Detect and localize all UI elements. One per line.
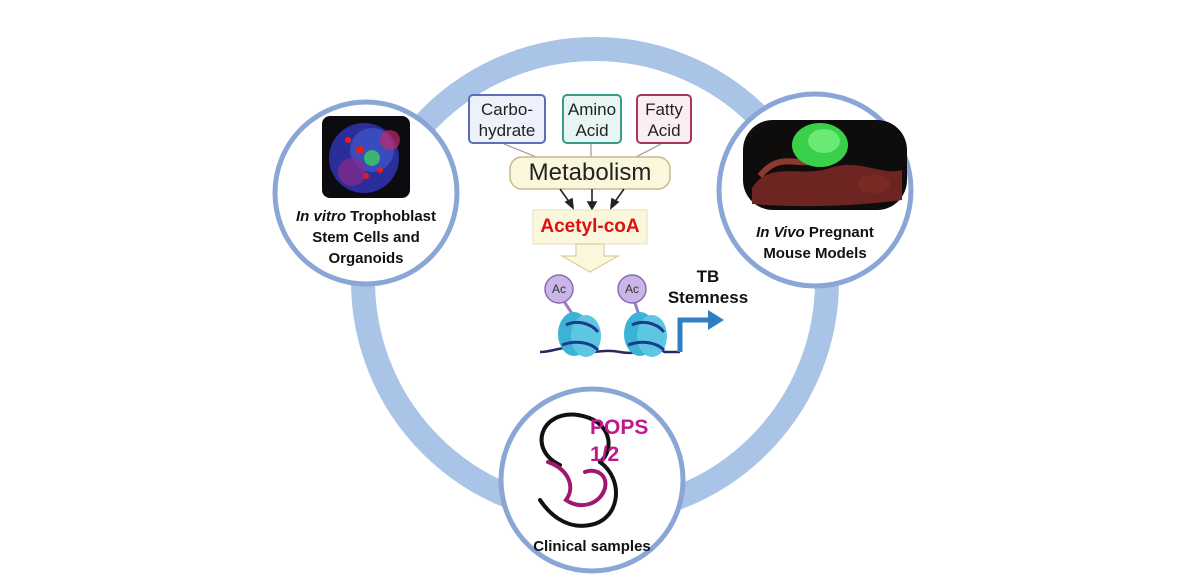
fetus-drawing [538,412,618,528]
organoid-image [322,116,410,198]
in-vivo-label: In Vivo Pregnant Mouse Models [756,224,874,262]
in-vivo-rest: Pregnant [804,224,874,241]
nutrient-amino-acid: Amino Acid [562,94,622,144]
block-arrow [559,243,621,273]
nutrient-fatty-acid: Fatty Acid [636,94,692,144]
in-vitro-label: In vitro Trophoblast Stem Cells and Orga… [295,208,436,267]
in-vitro-rest: Trophoblast [346,208,436,225]
nucleosome-2 [617,274,667,357]
acetyl-mark-1: Ac [551,282,566,296]
clinical-circle [498,386,686,574]
tb-stemness-label: TB Stemness [667,267,749,307]
metabolism-box [509,156,671,190]
in-vitro-italic: In vitro [295,208,346,225]
acetyl-coa-label: Acetyl-coA [540,216,640,237]
nucleosome-1 [544,274,601,357]
pops-label: POPS 1/2 [590,416,649,466]
in-vivo-italic: In Vivo [756,224,805,241]
transcription-arrow [677,310,724,352]
mouse-model-image [743,120,907,210]
acetyl-mark-2: Ac [624,282,639,296]
arrows-to-acetyl [559,188,625,211]
metabolism-label: Metabolism [528,159,652,186]
acetyl-box [532,209,648,245]
nutrient-carbohydrate: Carbo- hydrate [468,94,546,144]
clinical-samples-label: Clinical samples [533,538,651,555]
